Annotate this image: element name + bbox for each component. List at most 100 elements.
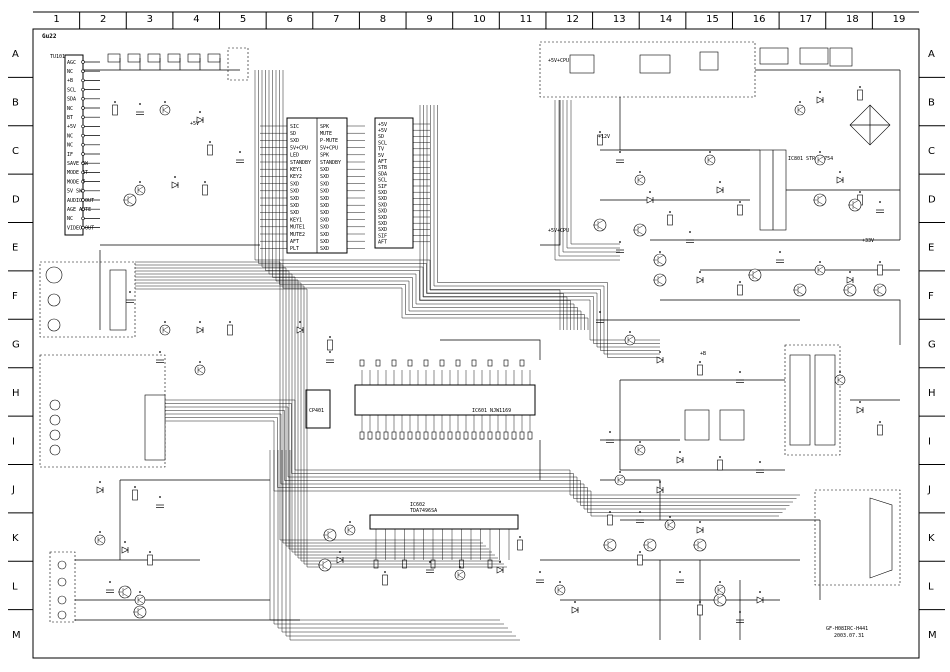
column-label: 10 [473,14,486,25]
mid-pin-left-label: PLT [290,246,299,252]
mid-pin-left-label: AFT [290,239,299,245]
tuner-pin-label: NC [67,133,73,139]
row-label: E [928,243,934,254]
tuner-pin-label: AGE AUTE [67,207,91,213]
tuner-pin-label: +B [67,78,73,84]
mid-pin-right-label: STANDBY [320,160,341,166]
mid-pin-left-label: STANDBY [290,160,311,166]
mid-pin-right-label: SXD [320,246,329,252]
right-pin-label: SXD [378,209,387,215]
right-pin-label: STB [378,165,387,171]
mid-pin-left-label: KEY2 [290,174,302,180]
right-pin-label: SCL [378,178,387,184]
mid-pin-right-label: SPK [320,153,329,159]
tuner-pin-label: VIDEO OUT [67,225,94,231]
column-label: 19 [893,14,906,25]
mid-pin-right-label: SXD [320,181,329,187]
main-ic: IC601 NJW1169 [354,359,536,440]
mid-pin-left-label: KEY1 [290,217,302,223]
rail-label: +33V [862,238,874,244]
right-connector: +5V+5VSDSCLTV5VAFTSTBSDASCLSIFSXDSXDSXDS… [374,117,430,249]
mid-pin-left-label: 5V+CPU [290,145,308,151]
mid-pin-left-label: SXD [290,189,299,195]
right-pin-label: 5V [378,153,384,159]
right-pin-label: SXD [378,190,387,196]
column-label: 18 [846,14,859,25]
column-label: 16 [753,14,766,25]
column-label: 13 [613,14,626,25]
rail-label: +5V [190,121,199,127]
row-label: I [12,436,15,447]
mid-pin-right-label: 5V+CPU [320,145,338,151]
tuner-pin-label: SDA [67,97,76,103]
mid-pin-right-label: P-MUTE [320,138,338,144]
mid-pin-right-label: SPK [320,124,329,130]
right-pin-label: TV [378,147,384,153]
rail-label: +12V [598,134,610,140]
column-label: 2 [100,14,106,25]
mid-pin-right-label: SXD [320,174,329,180]
row-label: M [928,630,937,641]
tuner-pin-label: IF [67,152,73,158]
row-label: I [928,436,931,447]
row-label: J [927,485,931,496]
power-ic-label: IC801 STR-W6754 [788,156,833,162]
row-label: E [12,243,18,254]
crt-socket: GF-H08IRC-H441 2003.07.31 [814,489,901,639]
tuner-pin-label: AGC [67,60,76,66]
row-label: F [928,291,934,302]
row-label: J [11,485,15,496]
right-pin-label: SD [378,134,384,140]
signal-bus [75,70,900,641]
tuner-pin-label: AUDIO OUT [67,198,94,204]
audio-ic: TDA7496SA IC602 [369,502,519,569]
mid-pin-right-label: SXD [320,217,329,223]
row-label: H [12,388,20,399]
right-pin-label: SXD [378,196,387,202]
right-pin-label: SXD [378,227,387,233]
row-label: A [928,49,935,60]
power-supply-block: IC801 STR-W6754 [539,41,901,240]
row-label: M [12,630,21,641]
footer-code: GF-H08IRC-H441 [826,626,868,632]
small-ic-label: CP401 [309,408,324,414]
row-label: F [12,291,18,302]
mid-pin-left-label: SXD [290,181,299,187]
right-pin-label: SIF [378,233,387,239]
column-label: 6 [286,14,292,25]
column-label: 17 [799,14,812,25]
mid-pin-right-label: SXD [320,232,329,238]
rail-labels: +5V +5V+CPU +12V +5V+CPU +B +33V [190,58,874,357]
tuner-pin-label: BT [67,115,73,121]
audio-ic-label: TDA7496SA [410,508,437,514]
mid-pin-left-label: SXD [290,196,299,202]
top-left-regulators [83,47,249,81]
mid-pin-right-label: MUTE [320,131,332,137]
mid-pin-left-label: KEY1 [290,167,302,173]
tuner-pin-label: SAVE SW [67,161,89,167]
tuner-pin-label: +5V [67,124,76,130]
deflection-block [619,299,901,471]
right-pin-label: SXD [378,215,387,221]
mid-pin-right-label: SXD [320,210,329,216]
av-input-blocks [39,261,166,623]
audio-ic-ref: IC602 [410,502,425,508]
mid-pin-right-label: SXD [320,167,329,173]
column-label: 5 [240,14,246,25]
row-label: C [12,146,19,157]
rail-label: +5V+CPU [548,58,569,64]
row-label: D [12,194,20,205]
mid-pin-left-label: LED [290,153,299,159]
row-label: L [12,581,18,592]
right-pin-label: SDA [378,171,387,177]
mid-pin-left-label: SXD [290,203,299,209]
mid-pin-left-label: MUTE2 [290,232,305,238]
column-label: 8 [380,14,386,25]
mid-pin-left-label: SXD [290,210,299,216]
tuner-pin-label: SCL [67,87,76,93]
column-label: 7 [333,14,339,25]
footer-date: 2003.07.31 [834,633,864,639]
column-label: 3 [147,14,153,25]
right-pin-label: SIF [378,184,387,190]
